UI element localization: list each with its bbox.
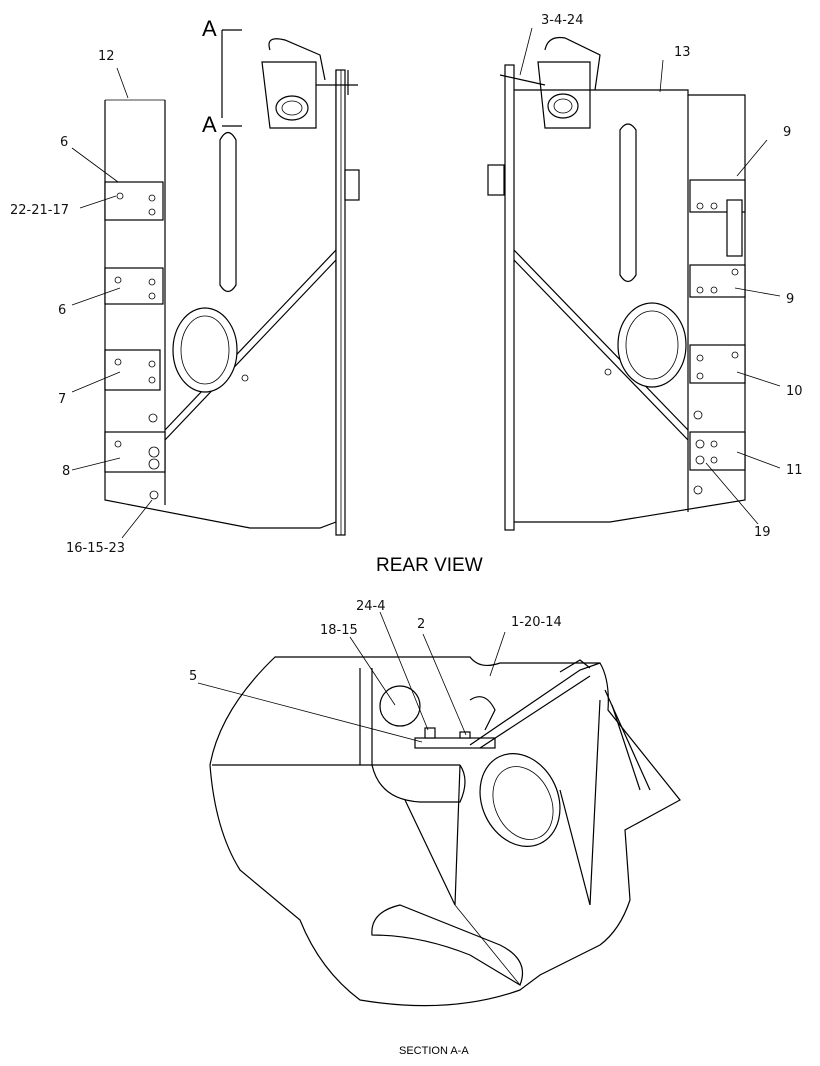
callout-13: 13 bbox=[674, 45, 691, 60]
callout-6-lower: 6 bbox=[58, 303, 66, 318]
right-leaders bbox=[519, 27, 781, 525]
section-view bbox=[209, 656, 681, 1007]
section-leaders bbox=[197, 611, 506, 743]
callout-16-15-23: 16-15-23 bbox=[66, 541, 125, 556]
callout-8: 8 bbox=[62, 464, 70, 479]
section-title: SECTION A-A bbox=[399, 1045, 469, 1057]
section-callouts: 24-4 2 18-15 1-20-14 5 bbox=[189, 599, 562, 684]
callout-12: 12 bbox=[98, 49, 115, 64]
left-leaders bbox=[71, 67, 153, 539]
callout-9-lower: 9 bbox=[786, 292, 794, 307]
callout-18-15: 18-15 bbox=[320, 623, 358, 638]
callout-9-upper: 9 bbox=[783, 125, 791, 140]
callout-11: 11 bbox=[786, 463, 803, 478]
callout-6-upper: 6 bbox=[60, 135, 68, 150]
callout-19: 19 bbox=[754, 525, 771, 540]
section-marker-bottom: A bbox=[202, 112, 217, 137]
callout-10: 10 bbox=[786, 384, 803, 399]
left-rear-view: A A bbox=[104, 16, 360, 536]
callout-24-4: 24-4 bbox=[356, 599, 386, 614]
callout-2: 2 bbox=[417, 617, 425, 632]
right-callouts: 3-4-24 13 9 9 10 11 19 bbox=[541, 13, 803, 540]
section-marker-top: A bbox=[202, 16, 217, 41]
callout-7: 7 bbox=[58, 392, 66, 407]
callout-5: 5 bbox=[189, 669, 197, 684]
callout-22-21-17: 22-21-17 bbox=[10, 203, 69, 218]
callout-1-20-14: 1-20-14 bbox=[511, 615, 562, 630]
right-rear-view bbox=[487, 36, 746, 531]
callout-3-4-24: 3-4-24 bbox=[541, 13, 583, 28]
left-callouts: 12 6 22-21-17 6 7 8 16-15-23 bbox=[10, 49, 125, 556]
rear-view-title: REAR VIEW bbox=[376, 555, 483, 576]
